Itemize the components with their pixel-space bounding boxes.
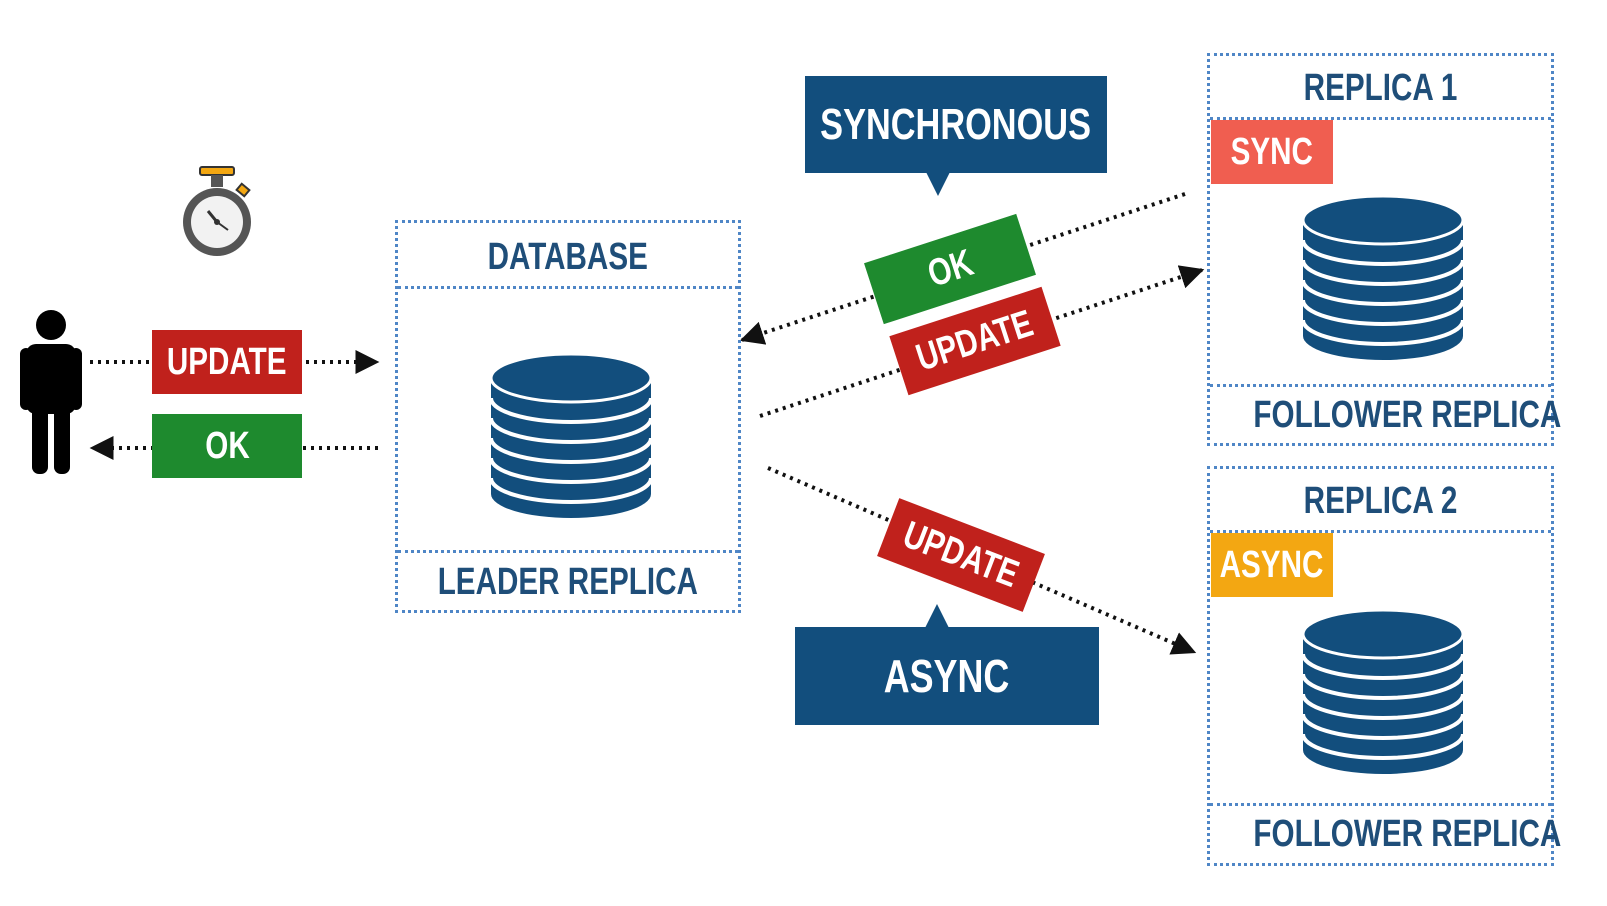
replica1-sync-label: SYNC	[1230, 130, 1314, 173]
sync-ok-label: OK	[922, 241, 978, 296]
leader-database-box: DATABASE LEADER REPLICA	[395, 220, 741, 613]
client-ok-tag: OK	[152, 414, 302, 478]
database-ring	[1301, 713, 1465, 740]
database-body	[1303, 220, 1463, 360]
database-top	[489, 352, 653, 404]
replica2-async-label: ASYNC	[1220, 543, 1324, 586]
database-ring	[1301, 673, 1465, 700]
replica1-footer: FOLLOWER REPLICA	[1253, 394, 1562, 436]
replica2-title: REPLICA 2	[1303, 480, 1458, 522]
replica2-title-divider	[1210, 530, 1551, 533]
database-ring	[489, 437, 653, 464]
person-icon	[20, 310, 82, 474]
database-top	[1301, 194, 1465, 246]
database-body	[1303, 634, 1463, 774]
synchronous-callout-pointer	[926, 172, 950, 196]
leader-footer-divider	[398, 550, 738, 553]
database-ring	[1301, 299, 1465, 326]
leader-title-divider	[398, 286, 738, 289]
database-ring	[1301, 733, 1465, 760]
replica1-footer-divider	[1210, 384, 1551, 387]
database-ring	[1301, 653, 1465, 680]
client-update-tag: UPDATE	[152, 330, 302, 394]
database-body	[491, 378, 651, 518]
synchronous-callout-label: SYNCHRONOUS	[820, 99, 1092, 149]
replica1-database-icon	[1301, 194, 1465, 360]
database-ring	[1301, 693, 1465, 720]
database-ring	[489, 477, 653, 504]
async-callout-label: ASYNC	[884, 650, 1010, 702]
leader-box-title: DATABASE	[487, 236, 649, 278]
database-ring	[489, 457, 653, 484]
synchronous-callout: SYNCHRONOUS	[805, 76, 1107, 173]
replica1-title-divider	[1210, 117, 1551, 120]
replica1-sync-badge: SYNC	[1211, 120, 1333, 184]
database-ring	[1301, 239, 1465, 266]
replica2-footer: FOLLOWER REPLICA	[1253, 813, 1562, 855]
replica2-footer-divider	[1210, 803, 1551, 806]
replica2-box: REPLICA 2 FOLLOWER REPLICA	[1207, 466, 1562, 866]
database-ring	[1301, 319, 1465, 346]
replica1-box: REPLICA 1 FOLLOWER REPLICA	[1207, 53, 1562, 446]
async-callout: ASYNC	[795, 627, 1099, 725]
database-ring	[1301, 279, 1465, 306]
leader-database-icon	[489, 352, 653, 518]
replica2-async-badge: ASYNC	[1211, 533, 1333, 597]
client-ok-label: OK	[204, 424, 250, 467]
database-top	[1301, 608, 1465, 660]
leader-box-footer: LEADER REPLICA	[437, 561, 699, 603]
async-callout-pointer	[925, 604, 949, 628]
database-ring	[489, 397, 653, 424]
replica1-title: REPLICA 1	[1303, 67, 1458, 109]
replica2-database-icon	[1301, 608, 1465, 774]
database-ring	[1301, 259, 1465, 286]
client-update-label: UPDATE	[167, 340, 287, 383]
stopwatch-icon	[183, 166, 251, 256]
database-ring	[489, 417, 653, 444]
